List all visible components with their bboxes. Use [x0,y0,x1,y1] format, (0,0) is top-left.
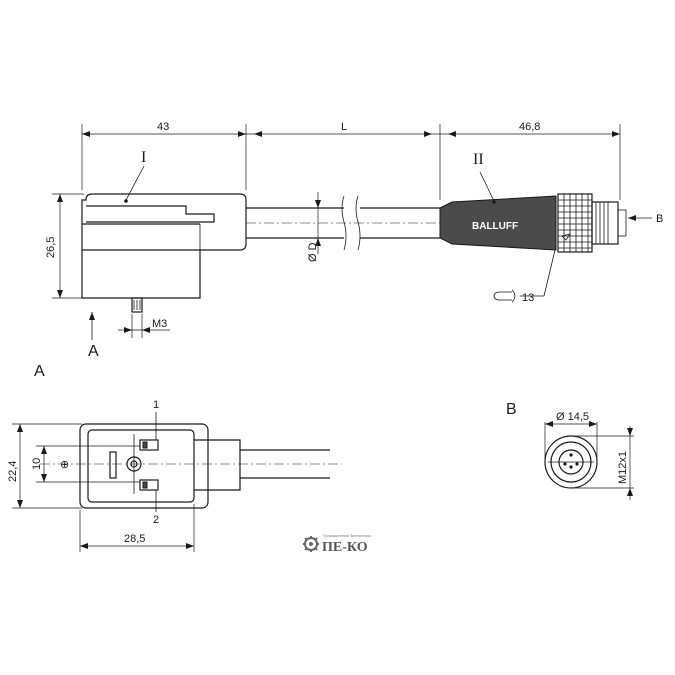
dim-connector-thread: M12x1 [617,451,629,484]
dim-width-angle-plug: 43 [157,121,169,133]
view-b-arrow: B [628,213,663,225]
dim-22-4: 22,4 [7,423,82,509]
ground-symbol: ⊕ [60,459,69,471]
brand-label: BALLUFF [472,221,518,232]
dim-10: 10 [31,445,140,483]
dim-thread-screw: M3 [152,318,167,330]
pin-one-label: 1 [153,399,159,411]
view-a-arrow: A [88,312,99,360]
pin-two-label: 2 [153,514,159,526]
view-b: B Ø 14,5 M12x1 [506,401,634,500]
dim-cable-length: L [341,121,347,133]
view-a-arrow-label: A [88,343,99,360]
dim-width-m12: 46,8 [519,121,540,133]
torque-reference: 13 [493,249,556,304]
watermark-logo: Промышленная Электроника ПЕ-КО [303,534,371,555]
dim-46-8: 46,8 [440,121,621,200]
dim-diameter-d: Ø D [307,192,321,262]
side-view: BALLUFF 43 [45,121,663,360]
m12-connector: BALLUFF [439,193,627,253]
dim-L: L [246,121,441,200]
wrench-icon [493,289,516,303]
dim-43: 43 [81,121,247,190]
dim-26-5: 26,5 [45,193,84,299]
knurl-pattern [558,194,592,252]
gear-icon [303,536,319,552]
dim-m3: M3 [118,314,170,338]
watermark-text: ПЕ-КО [322,540,368,555]
view-b-arrow-label: B [656,213,663,225]
watermark-subtitle: Промышленная Электроника [323,534,371,538]
cable [246,195,440,251]
dim-m12x1: M12x1 [571,426,634,500]
dim-plug-height-top: 22,4 [7,461,19,482]
part-one-label: I [141,149,146,166]
view-a-title: A [34,363,45,380]
dim-14-5: Ø 14,5 [544,411,598,462]
dim-pin-spacing: 10 [31,458,43,470]
dim-height-plug: 26,5 [45,237,57,258]
dim-connector-diameter: Ø 14,5 [556,411,589,423]
torque-ref-label: 13 [522,292,534,304]
part-two-label: II [473,151,484,168]
dim-cable-diameter: Ø D [307,242,319,262]
view-b-title: B [506,401,517,418]
view-a: A 1 2 ⊕ 22,4 [7,363,342,552]
angle-plug [81,193,247,313]
dim-plug-width-top: 28,5 [124,533,145,545]
dim-28-5: 28,5 [79,504,195,552]
